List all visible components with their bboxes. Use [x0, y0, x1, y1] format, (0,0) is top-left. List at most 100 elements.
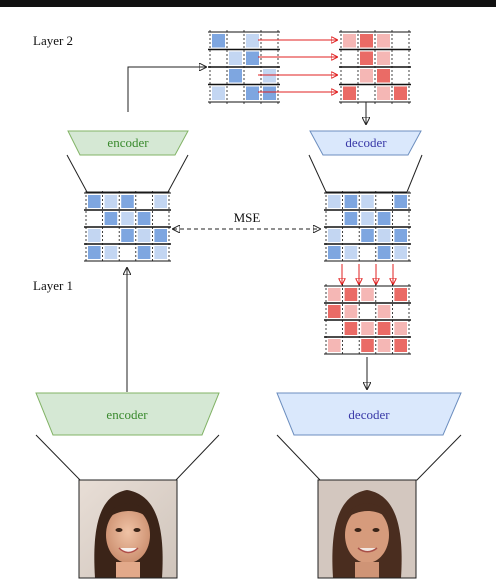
encoder-bottom-label: encoder	[106, 407, 148, 422]
grid-cell	[344, 246, 358, 259]
decoder-top-label: decoder	[345, 135, 387, 150]
grid-cell	[344, 288, 358, 301]
grid-cell	[246, 51, 259, 65]
encoder-top-funnel	[66, 154, 189, 193]
grid-cell	[377, 69, 390, 83]
grid-cell	[88, 212, 101, 225]
grid-cell	[377, 34, 390, 48]
grid-cell	[328, 339, 341, 352]
grid-cell	[377, 212, 391, 225]
decoder-top-block	[309, 130, 422, 156]
grid-cell	[212, 51, 225, 65]
grid-cell	[344, 339, 358, 352]
grid-cell	[328, 288, 341, 301]
grid-cell	[344, 305, 358, 318]
grid-cell	[377, 288, 391, 301]
grid-cell	[394, 246, 407, 259]
grid-cell	[394, 229, 407, 242]
grid-cell	[394, 86, 407, 100]
grid-cell	[263, 34, 276, 48]
encoder-bottom-funnel	[35, 434, 220, 481]
grid-cell	[360, 51, 373, 65]
grid-cell	[377, 339, 391, 352]
grid-cell	[394, 69, 407, 83]
mse-label: MSE	[234, 210, 261, 225]
grid-cell	[343, 86, 356, 100]
grid-cell	[361, 305, 374, 318]
layer1-label: Layer 1	[33, 278, 73, 293]
grid-cell	[343, 69, 356, 83]
grid-cell	[137, 195, 151, 208]
decoder-output-grid	[324, 284, 411, 356]
grid-cell	[328, 212, 341, 225]
grid-cell	[343, 34, 356, 48]
grid-cell	[212, 69, 225, 83]
input-face-photo	[78, 479, 178, 579]
grid-cell	[137, 229, 151, 242]
encoder-top-block	[67, 130, 189, 156]
grid-cell	[394, 339, 407, 352]
grid-cell	[328, 322, 341, 335]
decoder-top-funnel	[308, 154, 423, 193]
decoder-bottom-block	[276, 392, 462, 436]
grid-cell	[377, 246, 391, 259]
grid-cell	[361, 339, 374, 352]
grid-cell	[377, 195, 391, 208]
grid-cell	[104, 195, 118, 208]
grid-cell	[343, 51, 356, 65]
layer2-input-grid	[208, 30, 280, 104]
grid-cell	[328, 195, 341, 208]
grid-cell	[377, 86, 390, 100]
encoder-bottom-block	[35, 392, 220, 436]
decoder-bottom-funnel	[276, 434, 462, 481]
grid-cell	[361, 288, 374, 301]
grid-cell	[121, 212, 134, 225]
grid-cell	[154, 246, 167, 259]
encoder-top-label: encoder	[107, 135, 149, 150]
layer1-code-grid	[84, 191, 171, 263]
layer2-output-grid	[339, 30, 411, 104]
encoder-to-layer2-arrow	[127, 67, 206, 112]
grid-cell	[377, 229, 391, 242]
layer1-red-arrows	[342, 264, 393, 284]
grid-cell	[394, 212, 407, 225]
grid-cell	[154, 212, 167, 225]
grid-cell	[246, 34, 259, 48]
grid-cell	[344, 212, 358, 225]
grid-cell	[104, 246, 118, 259]
grid-cell	[229, 69, 242, 83]
grid-cell	[394, 288, 407, 301]
layer2-label: Layer 2	[33, 33, 73, 48]
grid-cell	[212, 86, 225, 100]
grid-cell	[246, 86, 259, 100]
grid-cell	[121, 195, 134, 208]
grid-cell	[361, 229, 374, 242]
grid-cell	[104, 229, 118, 242]
grid-cell	[263, 51, 276, 65]
grid-cell	[263, 69, 276, 83]
grid-cell	[394, 322, 407, 335]
layer2-red-arrows	[258, 40, 337, 92]
grid-cell	[121, 246, 134, 259]
grid-cell	[361, 195, 374, 208]
grid-cell	[229, 34, 242, 48]
grid-cell	[394, 305, 407, 318]
grid-cell	[137, 212, 151, 225]
grid-cell	[137, 246, 151, 259]
grid-cell	[344, 229, 358, 242]
decoder-bottom-label: decoder	[348, 407, 390, 422]
grid-cell	[394, 34, 407, 48]
grid-cell	[377, 305, 391, 318]
grid-cell	[344, 195, 358, 208]
grid-cell	[360, 69, 373, 83]
layer1-recon-grid	[324, 191, 411, 263]
grid-cell	[377, 51, 390, 65]
top-border	[0, 0, 496, 7]
grid-cell	[88, 229, 101, 242]
grid-cell	[361, 246, 374, 259]
grid-cell	[361, 212, 374, 225]
grid-cell	[246, 69, 259, 83]
grid-cell	[394, 51, 407, 65]
grid-cell	[344, 322, 358, 335]
